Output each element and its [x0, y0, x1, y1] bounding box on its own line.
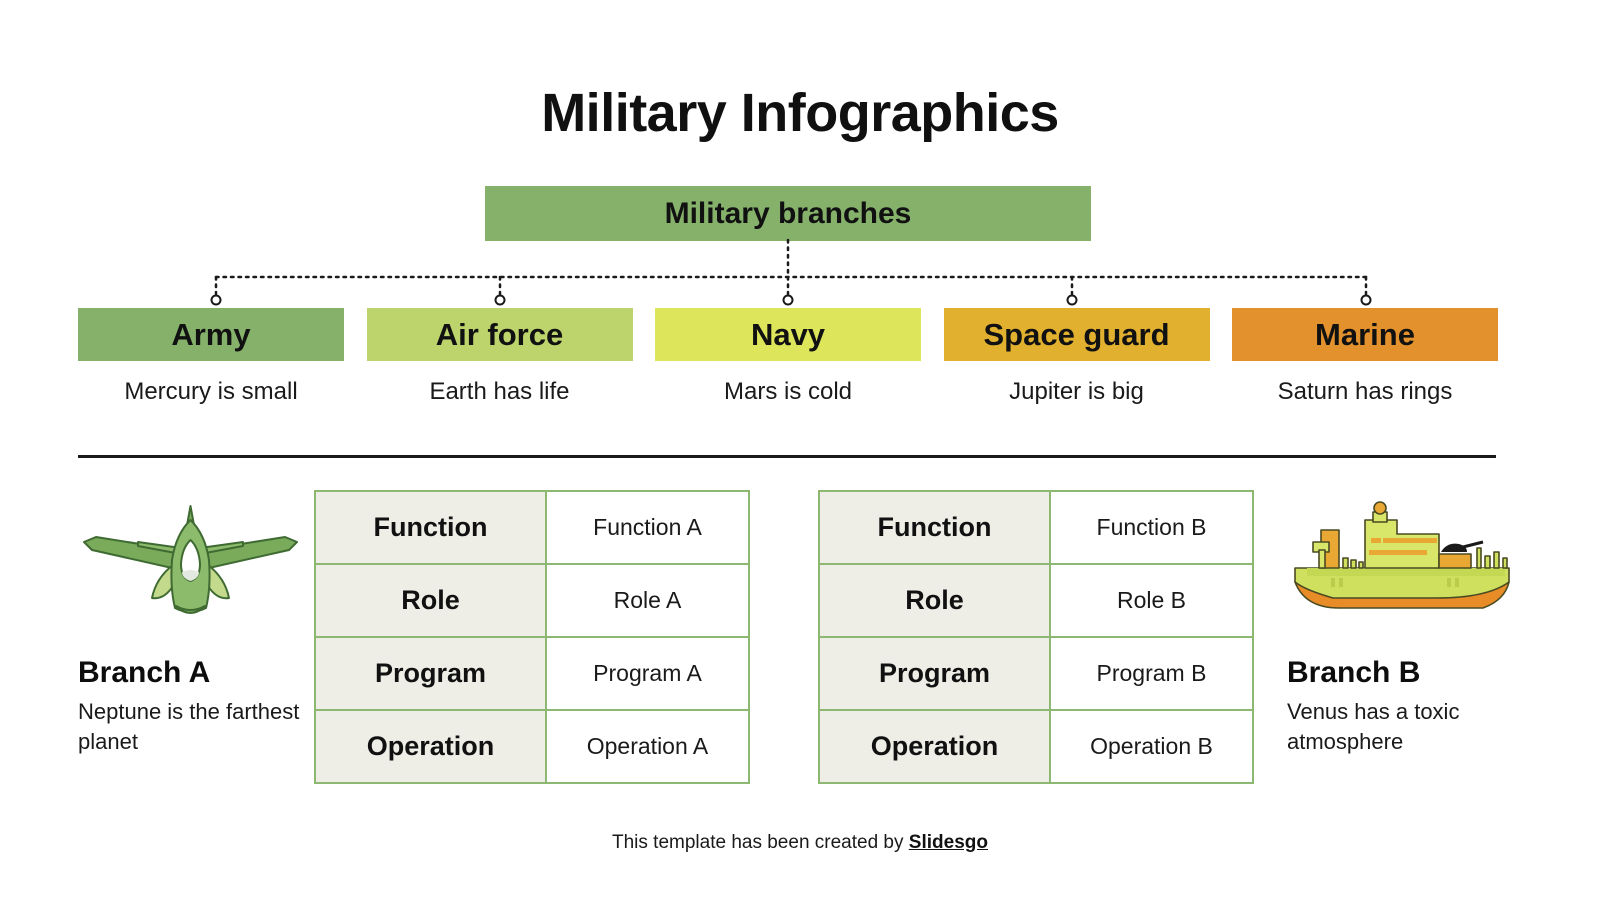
branch-label: Navy [750, 316, 826, 352]
branch-a-heading: Branch A [78, 656, 211, 689]
branch-caption-row: Mercury is small Earth has life Mars is … [78, 378, 1498, 406]
branch-caption-army: Mercury is small [124, 378, 298, 405]
connector-lines [210, 238, 1372, 306]
section-divider [78, 455, 1496, 458]
branch-label: Marine [1315, 316, 1415, 352]
row-label-function: Function [314, 490, 547, 565]
row-label-program: Program [314, 636, 547, 711]
branch-caption-air-force: Earth has life [429, 378, 570, 405]
connector-dot [210, 294, 222, 306]
branch-label: Space guard [983, 316, 1170, 352]
table-row: Function Function A [314, 490, 751, 565]
branch-b-table: Function Function B Role Role B Program … [818, 490, 1255, 784]
branch-b-illustration-block: Branch B Venus has a toxic atmosphere [1287, 490, 1512, 756]
row-value-role[interactable]: Role B [1048, 563, 1255, 638]
branch-row: Army Air force Navy Space guard Marine [78, 308, 1498, 361]
branch-caption-marine: Saturn has rings [1277, 378, 1453, 405]
branch-box-army[interactable]: Army [78, 308, 344, 361]
table-row: Role Role B [818, 563, 1255, 638]
branch-b-heading: Branch B [1287, 656, 1421, 689]
branch-label: Army [171, 316, 251, 352]
row-label-function: Function [818, 490, 1051, 565]
slidesgo-link[interactable]: Slidesgo [908, 832, 988, 853]
row-value-program[interactable]: Program B [1048, 636, 1255, 711]
connector-dot [1066, 294, 1078, 306]
row-label-role: Role [314, 563, 547, 638]
row-label-operation: Operation [314, 709, 547, 784]
footer: This template has been created by Slides… [0, 832, 1600, 854]
fighter-jet-icon [83, 505, 298, 614]
root-node-military-branches[interactable]: Military branches [485, 186, 1091, 241]
row-label-role: Role [818, 563, 1051, 638]
footer-text: This template has been created by [612, 832, 909, 853]
branch-box-air-force[interactable]: Air force [366, 308, 633, 361]
branch-b-description: Venus has a toxic atmosphere [1287, 699, 1460, 754]
branch-a-description: Neptune is the farthest planet [78, 699, 300, 754]
row-value-role[interactable]: Role A [544, 563, 751, 638]
row-value-function[interactable]: Function A [544, 490, 751, 565]
branch-box-space-guard[interactable]: Space guard [943, 308, 1210, 361]
branch-caption-navy: Mars is cold [723, 378, 853, 405]
branch-a-illustration-block: Branch A Neptune is the farthest planet [78, 490, 303, 756]
table-row: Operation Operation B [818, 709, 1255, 784]
page-title: Military Infographics [541, 83, 1059, 143]
row-label-operation: Operation [818, 709, 1051, 784]
row-value-operation[interactable]: Operation A [544, 709, 751, 784]
table-row: Program Program A [314, 636, 751, 711]
row-value-operation[interactable]: Operation B [1048, 709, 1255, 784]
connector-dot [494, 294, 506, 306]
table-row: Operation Operation A [314, 709, 751, 784]
row-value-function[interactable]: Function B [1048, 490, 1255, 565]
table-row: Function Function B [818, 490, 1255, 565]
connector-dot [1360, 294, 1372, 306]
row-label-program: Program [818, 636, 1051, 711]
table-row: Program Program B [818, 636, 1255, 711]
table-row: Role Role A [314, 563, 751, 638]
warship-icon [1294, 501, 1510, 609]
branch-label: Air force [435, 316, 564, 352]
connector-dot [782, 294, 794, 306]
branch-box-navy[interactable]: Navy [655, 308, 921, 361]
branch-caption-space-guard: Jupiter is big [1009, 378, 1144, 405]
branch-box-marine[interactable]: Marine [1232, 308, 1498, 361]
root-node-label: Military branches [664, 196, 912, 230]
branch-a-table: Function Function A Role Role A Program … [314, 490, 751, 784]
row-value-program[interactable]: Program A [544, 636, 751, 711]
